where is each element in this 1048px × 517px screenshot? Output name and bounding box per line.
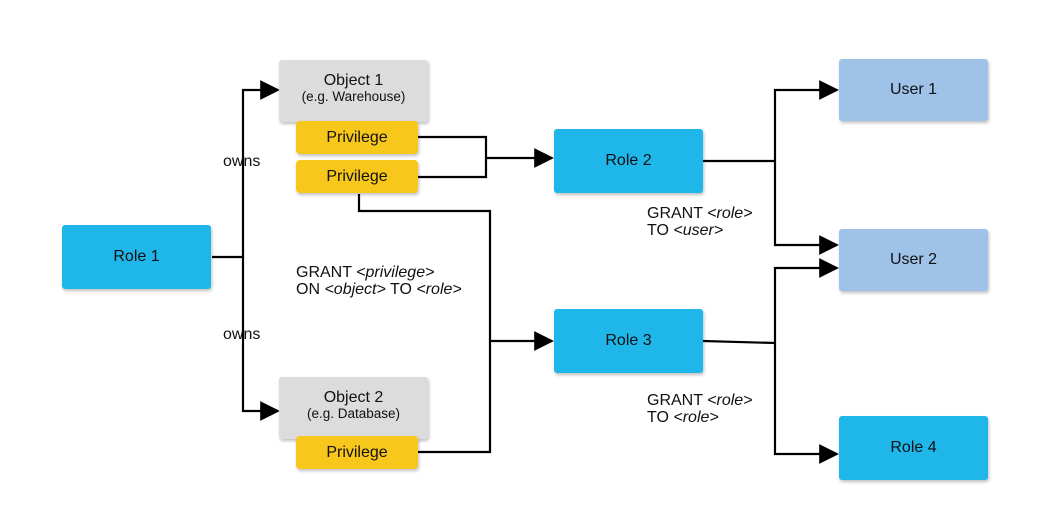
node-role-2-label: Role 2 bbox=[605, 152, 652, 169]
node-object-2-subtitle: (e.g. Database) bbox=[306, 406, 401, 421]
node-role-3-label: Role 3 bbox=[605, 332, 652, 349]
connector-privilege1-role2 bbox=[418, 135, 488, 158]
label-owns-top: owns bbox=[223, 153, 261, 170]
node-privilege-3[interactable]: Privilege bbox=[296, 436, 418, 469]
label-grant-role-user-line2: TO <user> bbox=[647, 222, 724, 239]
node-user-2[interactable]: User 2 bbox=[839, 229, 988, 291]
node-object-2-title: Object 2 bbox=[323, 389, 384, 406]
connector-privilege2-role2 bbox=[418, 158, 488, 179]
label-grant-privilege: GRANT <privilege> ON <object> TO <role> bbox=[296, 264, 462, 298]
label-grant-role-role: GRANT <role> TO <role> bbox=[647, 392, 753, 426]
node-role-3[interactable]: Role 3 bbox=[554, 309, 703, 373]
label-grant-role-user: GRANT <role> TO <user> bbox=[647, 205, 753, 239]
node-object-2[interactable]: Object 2 (e.g. Database) bbox=[279, 377, 428, 439]
node-user-2-label: User 2 bbox=[889, 251, 938, 268]
node-object-1[interactable]: Object 1 (e.g. Warehouse) bbox=[279, 60, 428, 122]
connector-role3-user2 bbox=[702, 258, 839, 345]
node-user-1[interactable]: User 1 bbox=[839, 59, 988, 121]
node-role-4-label: Role 4 bbox=[890, 439, 937, 456]
connector-role1-object2 bbox=[241, 257, 280, 421]
connector-role2-user1 bbox=[703, 80, 839, 163]
node-privilege-3-label: Privilege bbox=[326, 443, 388, 461]
node-role-2[interactable]: Role 2 bbox=[554, 129, 703, 193]
connector-role2-user2 bbox=[773, 161, 839, 255]
node-role-1-label: Role 1 bbox=[113, 248, 160, 265]
label-grant-privilege-line1: GRANT <privilege> bbox=[296, 264, 435, 281]
label-grant-role-role-line1: GRANT <role> bbox=[647, 392, 753, 409]
node-privilege-1[interactable]: Privilege bbox=[296, 121, 418, 154]
connector-role1-object1 bbox=[212, 80, 280, 259]
node-object-1-title: Object 1 bbox=[323, 72, 384, 89]
node-role-1[interactable]: Role 1 bbox=[62, 225, 211, 289]
node-user-1-label: User 1 bbox=[889, 81, 938, 98]
node-role-4[interactable]: Role 4 bbox=[839, 416, 988, 480]
label-grant-role-role-line2: TO <role> bbox=[647, 409, 719, 426]
label-grant-role-user-line1: GRANT <role> bbox=[647, 205, 753, 222]
node-privilege-2[interactable]: Privilege bbox=[296, 160, 418, 193]
connector-privilege3-role3 bbox=[418, 341, 492, 454]
connector-role3-role4 bbox=[773, 343, 839, 464]
node-object-1-subtitle: (e.g. Warehouse) bbox=[301, 89, 406, 104]
label-owns-bottom: owns bbox=[223, 326, 261, 343]
label-grant-privilege-line2: ON <object> TO <role> bbox=[296, 281, 462, 298]
connector-privilege2-role3 bbox=[357, 194, 492, 341]
node-privilege-1-label: Privilege bbox=[326, 128, 388, 146]
node-privilege-2-label: Privilege bbox=[326, 167, 388, 185]
